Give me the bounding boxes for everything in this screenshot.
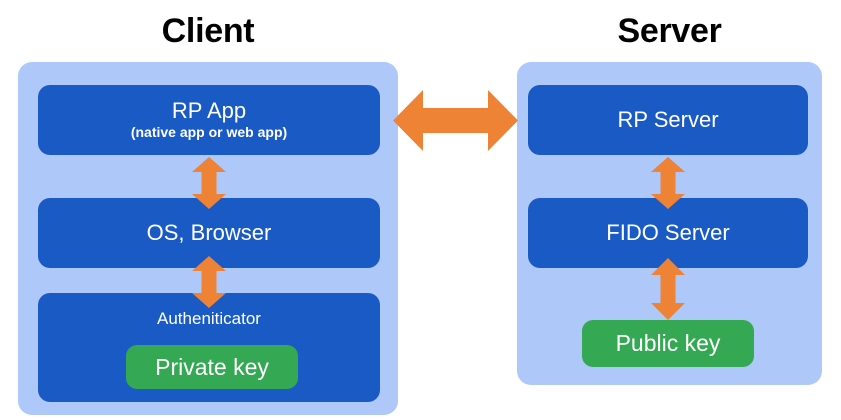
rp-app-title: RP App bbox=[171, 97, 247, 123]
fido-server-box: FIDO Server bbox=[528, 198, 808, 268]
rp-server-box: RP Server bbox=[528, 85, 808, 155]
server-column-title: Server bbox=[617, 12, 722, 50]
fidoserver-publickey-bidirectional-arrow-icon bbox=[651, 258, 685, 320]
os-browser-title: OS, Browser bbox=[146, 219, 272, 245]
fido-server-title: FIDO Server bbox=[606, 219, 730, 245]
authenticator-label: Autheniticator bbox=[157, 309, 261, 328]
rpserver-fidoserver-bidirectional-arrow-icon bbox=[651, 157, 685, 209]
rpapp-osbrowser-bidirectional-arrow-icon bbox=[192, 157, 226, 209]
rp-app-subtitle: (native app or web app) bbox=[130, 124, 288, 141]
private-key-pill: Private key bbox=[126, 345, 298, 389]
osbrowser-authenticator-bidirectional-arrow-icon bbox=[192, 256, 226, 308]
client-column-title: Client bbox=[161, 12, 255, 50]
public-key-pill: Public key bbox=[582, 320, 754, 367]
rp-app-box: RP App (native app or web app) bbox=[38, 85, 380, 155]
rp-server-title: RP Server bbox=[617, 106, 719, 132]
client-server-bidirectional-arrow-icon bbox=[393, 90, 518, 151]
